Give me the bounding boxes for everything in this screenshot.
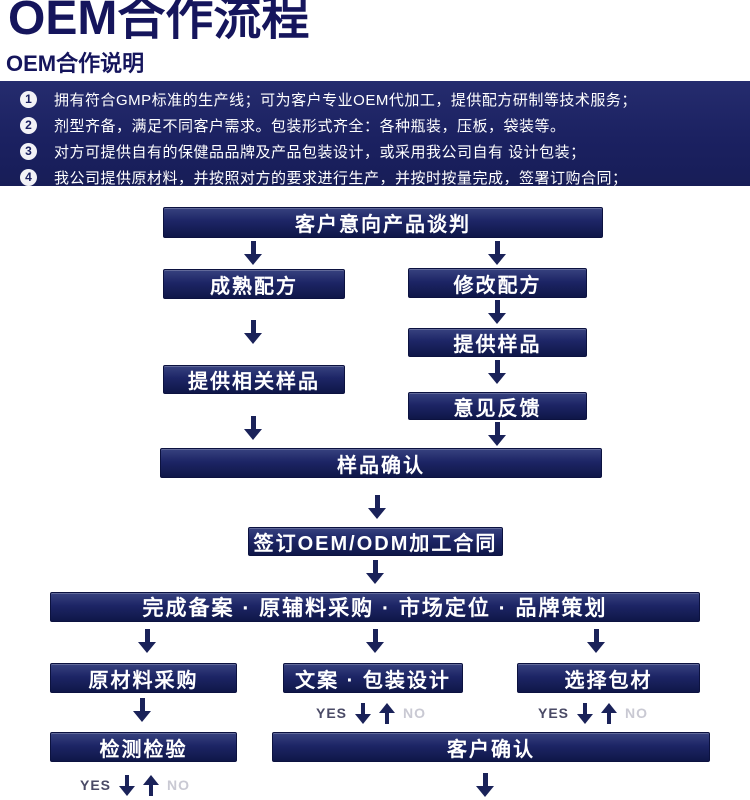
arrow-down-icon (488, 300, 506, 324)
flow-node-filing: 完成备案 · 原辅料采购 · 市场定位 · 品牌策划 (50, 592, 700, 622)
no-label: NO (625, 705, 649, 721)
flow-node-customer-negotiation: 客户意向产品谈判 (163, 207, 603, 238)
flow-node-feedback: 意见反馈 (408, 392, 587, 420)
arrow-down-icon (244, 320, 262, 344)
flow-node-sign-contract: 签订OEM/ODM加工合同 (248, 527, 503, 556)
yes-label: YES (79, 777, 112, 793)
arrow-down-icon (133, 698, 151, 722)
flow-node-mature-formula: 成熟配方 (163, 269, 345, 299)
arrow-down-icon (587, 629, 605, 653)
page-subtitle: OEM合作说明 (6, 51, 145, 76)
note-item: 3 对方可提供自有的保健品品牌及产品包装设计，或采用我公司自有 设计包装； (0, 138, 750, 164)
note-text: 拥有符合GMP标准的生产线；可为客户专业OEM代加工，提供配方研制等技术服务； (54, 91, 637, 109)
arrow-down-icon (366, 629, 384, 653)
arrow-down-icon (119, 774, 136, 796)
no-label: NO (403, 705, 427, 721)
number-badge-icon: 4 (20, 168, 37, 186)
yes-label: YES (537, 705, 570, 721)
no-label: NO (167, 777, 191, 793)
flow-node-raw-material: 原材料采购 (50, 663, 237, 693)
flow-node-inspection: 检测检验 (50, 732, 237, 762)
note-item: 4 我公司提供原材料，并按照对方的要求进行生产，并按时按量完成，签署订购合同； (0, 164, 750, 190)
arrow-down-icon (577, 702, 594, 724)
note-item: 1 拥有符合GMP标准的生产线；可为客户专业OEM代加工，提供配方研制等技术服务… (0, 86, 750, 112)
arrow-down-icon (244, 241, 262, 265)
arrow-down-icon (488, 422, 506, 446)
flow-node-copywriting: 文案 · 包装设计 (283, 663, 463, 693)
arrow-down-icon (366, 560, 384, 584)
arrow-up-icon (143, 774, 160, 796)
number-badge-icon: 2 (20, 116, 37, 134)
arrow-down-icon (488, 241, 506, 265)
number-badge-icon: 1 (20, 90, 37, 108)
note-text: 剂型齐备，满足不同客户需求。包装形式齐全：各种瓶装，压板，袋装等。 (54, 117, 566, 135)
arrow-up-icon (601, 702, 618, 724)
note-text: 我公司提供原材料，并按照对方的要求进行生产，并按时按量完成，签署订购合同； (54, 169, 628, 187)
yes-no-decision: YES NO (80, 772, 190, 798)
arrow-down-icon (138, 629, 156, 653)
flow-node-provide-related-samples: 提供相关样品 (163, 365, 345, 394)
arrow-down-icon (355, 702, 372, 724)
arrow-down-icon (244, 416, 262, 440)
flow-node-customer-confirm: 客户确认 (272, 732, 710, 762)
arrow-down-icon (488, 360, 506, 384)
note-item: 2 剂型齐备，满足不同客户需求。包装形式齐全：各种瓶装，压板，袋装等。 (0, 112, 750, 138)
arrow-down-icon (476, 773, 494, 797)
notes-banner: 1 拥有符合GMP标准的生产线；可为客户专业OEM代加工，提供配方研制等技术服务… (0, 81, 750, 187)
flow-node-sample-confirm: 样品确认 (160, 448, 602, 478)
number-badge-icon: 3 (20, 142, 37, 160)
arrow-down-icon (368, 495, 386, 519)
yes-no-decision: YES NO (316, 700, 426, 726)
yes-no-decision: YES NO (538, 700, 648, 726)
arrow-up-icon (379, 702, 396, 724)
flow-node-provide-samples: 提供样品 (408, 328, 587, 357)
flow-node-packaging: 选择包材 (517, 663, 700, 693)
page-title: OEM合作流程 (8, 0, 310, 45)
flow-node-modify-formula: 修改配方 (408, 268, 587, 298)
note-text: 对方可提供自有的保健品品牌及产品包装设计，或采用我公司自有 设计包装； (54, 143, 586, 161)
yes-label: YES (315, 705, 348, 721)
